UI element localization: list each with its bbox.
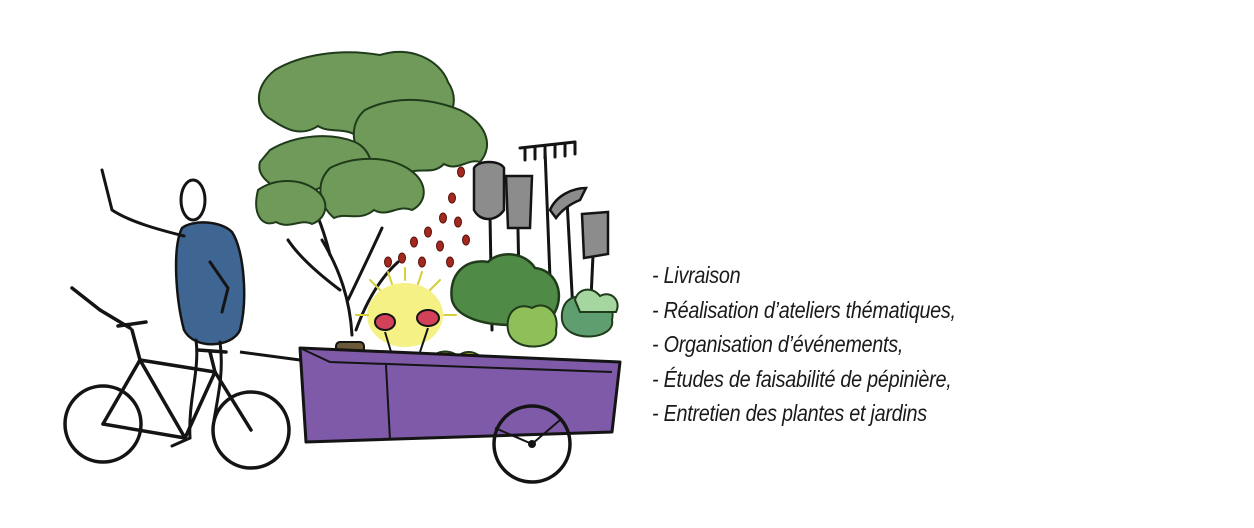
tree-icon	[255, 50, 489, 337]
cargo-cart-icon	[239, 346, 622, 484]
service-item-nursery-studies: - Études de faisabilité de pépinière,	[652, 365, 952, 392]
services-list: - Livraison - Réalisation d’ateliers thé…	[652, 258, 956, 431]
flower-burst-icon	[355, 267, 457, 356]
service-item-delivery: - Livraison	[652, 262, 741, 288]
cargo-bike-garden-illustration	[63, 50, 622, 484]
bicycle-icon	[63, 286, 291, 470]
cyclist-figure-icon	[100, 168, 246, 448]
falling-seeds-icon	[384, 166, 470, 268]
service-item-plant-care: - Entretien des plantes et jardins	[652, 400, 927, 426]
service-item-workshops: - Réalisation d’ateliers thématiques,	[652, 296, 956, 323]
service-item-events: - Organisation d’événements,	[652, 331, 904, 357]
